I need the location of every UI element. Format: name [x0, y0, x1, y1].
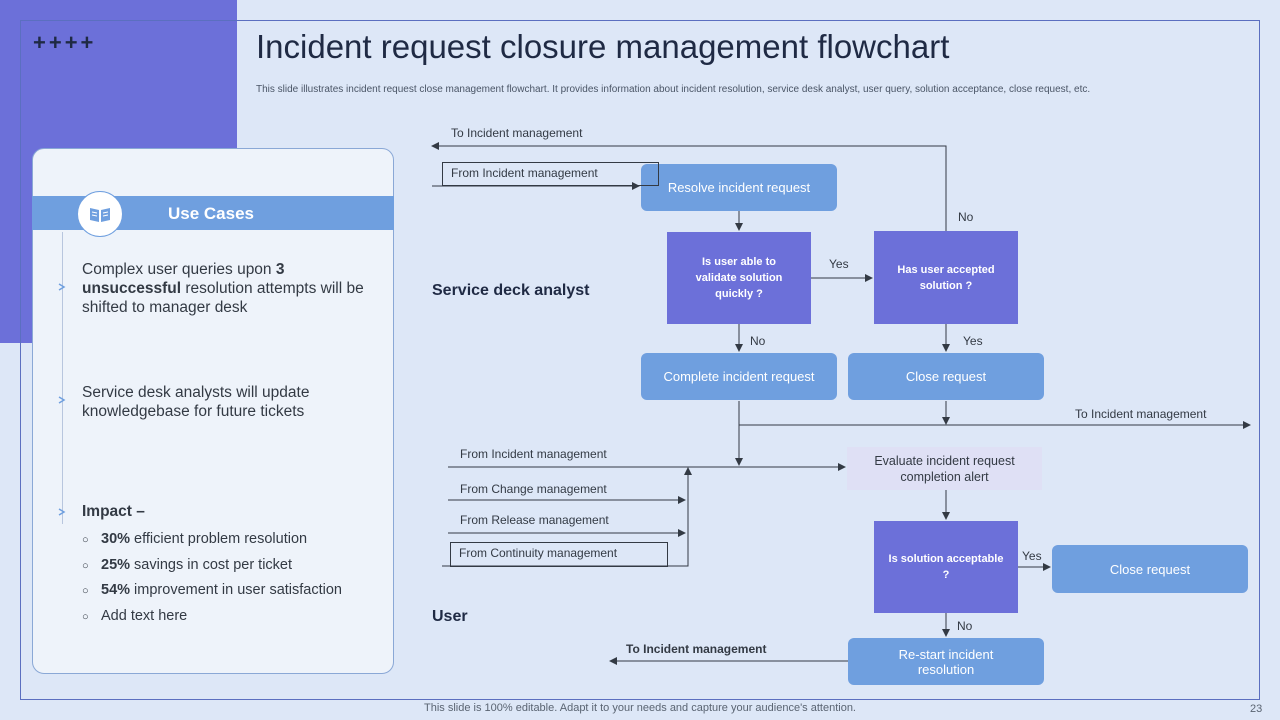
- from-continuity-label: From Continuity management: [450, 542, 668, 567]
- no-acceptable-label: No: [957, 619, 973, 633]
- timeline-marker-icon: [58, 283, 66, 291]
- to-incident-top-label: To Incident management: [451, 126, 583, 140]
- from-incident-lower-label: From Incident management: [460, 447, 607, 461]
- validate-decision-node: Is user able to validate solution quickl…: [667, 232, 811, 324]
- no-top-label: No: [958, 210, 974, 224]
- timeline-marker-icon: [58, 508, 66, 516]
- resolve-incident-node: Resolve incident request: [641, 164, 837, 211]
- use-case-point-1: Complex user queries upon 3 unsuccessful…: [82, 261, 364, 316]
- from-change-label: From Change management: [460, 482, 607, 496]
- use-cases-title: Use Cases: [168, 204, 255, 223]
- impact-item: ○30% efficient problem resolution: [82, 531, 308, 547]
- impact-item: ○54% improvement in user satisfaction: [82, 582, 342, 598]
- restart-resolution-node: Re-start incident resolution: [848, 638, 1044, 685]
- yes-accepted-label: Yes: [963, 334, 983, 348]
- page-number: 23: [1250, 703, 1263, 715]
- slide-title: Incident request closure management flow…: [256, 28, 950, 65]
- impact-item: ○25% savings in cost per ticket: [82, 557, 293, 573]
- impact-item: ○Add text here: [82, 608, 188, 624]
- from-incident-top-label: From Incident management: [442, 162, 659, 186]
- use-case-point-2: Service desk analysts will update knowle…: [82, 384, 310, 420]
- from-release-label: From Release management: [460, 513, 609, 527]
- no-validate-label: No: [750, 334, 766, 348]
- close-request-node: Close request: [848, 353, 1044, 400]
- slide-frame: [20, 20, 1260, 700]
- timeline-line: [62, 232, 63, 524]
- to-incident-right-label: To Incident management: [1075, 407, 1207, 421]
- impact-title: Impact –: [82, 503, 145, 520]
- yes-mid-label: Yes: [829, 257, 849, 271]
- complete-incident-node: Complete incident request: [641, 353, 837, 400]
- evaluate-alert-node: Evaluate incident request completion ale…: [847, 447, 1042, 490]
- to-incident-bottom-label: To Incident management: [626, 642, 767, 656]
- plus-decoration: ++++: [33, 30, 97, 55]
- timeline-marker-icon: [58, 396, 66, 404]
- acceptable-decision-node: Is solution acceptable ?: [874, 521, 1018, 613]
- open-book-icon: [77, 191, 123, 237]
- lane-label-analyst: Service deck analyst: [432, 282, 590, 299]
- accepted-decision-node: Has user accepted solution ?: [874, 231, 1018, 324]
- slide-footer: This slide is 100% editable. Adapt it to…: [424, 702, 856, 714]
- slide-subtitle: This slide illustrates incident request …: [256, 84, 1091, 95]
- close-request-final-node: Close request: [1052, 545, 1248, 593]
- yes-acceptable-label: Yes: [1022, 549, 1042, 563]
- lane-label-user: User: [432, 608, 468, 625]
